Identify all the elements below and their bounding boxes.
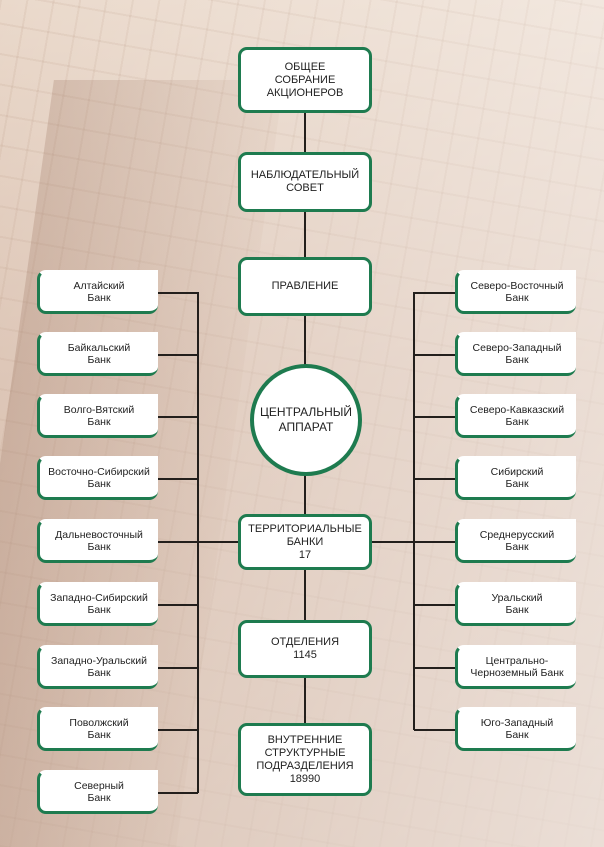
left-bank-box[interactable]: Поволжский Банк	[37, 707, 158, 751]
left-branch-line	[158, 541, 198, 543]
right-bank-box[interactable]: Среднерусский Банк	[455, 519, 576, 563]
left-bank-box[interactable]: Алтайский Банк	[37, 270, 158, 314]
left-branch-line	[158, 604, 198, 606]
shareholders-meeting-box[interactable]: ОБЩЕЕ СОБРАНИЕ АКЦИОНЕРОВ	[238, 47, 372, 113]
right-branch-line	[414, 478, 456, 480]
supervisory-board-box[interactable]: НАБЛЮДАТЕЛЬНЫЙ СОВЕТ	[238, 152, 372, 212]
right-bank-box[interactable]: Северо-Западный Банк	[455, 332, 576, 376]
branches-box[interactable]: ОТДЕЛЕНИЯ 1145	[238, 620, 372, 678]
right-branch-line	[414, 541, 456, 543]
right-bank-box[interactable]: Центрально- Черноземный Банк	[455, 645, 576, 689]
territorial-banks-box[interactable]: ТЕРРИТОРИАЛЬНЫЕ БАНКИ 17	[238, 514, 372, 570]
left-bank-box[interactable]: Западно-Уральский Банк	[37, 645, 158, 689]
right-branch-line	[414, 354, 456, 356]
right-branch-line	[414, 416, 456, 418]
left-bank-box[interactable]: Восточно-Сибирский Банк	[37, 456, 158, 500]
left-branch-line	[158, 292, 198, 294]
left-bank-box[interactable]: Байкальский Банк	[37, 332, 158, 376]
left-branch-line	[158, 667, 198, 669]
right-trunk-line	[413, 292, 415, 730]
right-bank-box[interactable]: Уральский Банк	[455, 582, 576, 626]
right-branch-line	[414, 604, 456, 606]
right-branch-line	[414, 292, 456, 294]
management-board-box[interactable]: ПРАВЛЕНИЕ	[238, 257, 372, 316]
left-bank-box[interactable]: Волго-Вятский Банк	[37, 394, 158, 438]
right-bank-box[interactable]: Северо-Восточный Банк	[455, 270, 576, 314]
left-branch-line	[158, 354, 198, 356]
left-branch-line	[158, 478, 198, 480]
internal-units-box[interactable]: ВНУТРЕННИЕ СТРУКТУРНЫЕ ПОДРАЗДЕЛЕНИЯ 189…	[238, 723, 372, 796]
right-bank-box[interactable]: Юго-Западный Банк	[455, 707, 576, 751]
right-bank-box[interactable]: Сибирский Банк	[455, 456, 576, 500]
left-branch-line	[158, 792, 198, 794]
left-bank-box[interactable]: Северный Банк	[37, 770, 158, 814]
left-bank-box[interactable]: Дальневосточный Банк	[37, 519, 158, 563]
right-branch-line	[414, 667, 456, 669]
left-branch-line	[158, 416, 198, 418]
right-link-line	[370, 541, 414, 543]
right-branch-line	[414, 729, 456, 731]
left-link-line	[198, 541, 240, 543]
left-bank-box[interactable]: Западно-Сибирский Банк	[37, 582, 158, 626]
central-office-circle[interactable]: ЦЕНТРАЛЬНЫЙ АППАРАТ	[250, 364, 362, 476]
right-bank-box[interactable]: Северо-Кавказский Банк	[455, 394, 576, 438]
left-branch-line	[158, 729, 198, 731]
